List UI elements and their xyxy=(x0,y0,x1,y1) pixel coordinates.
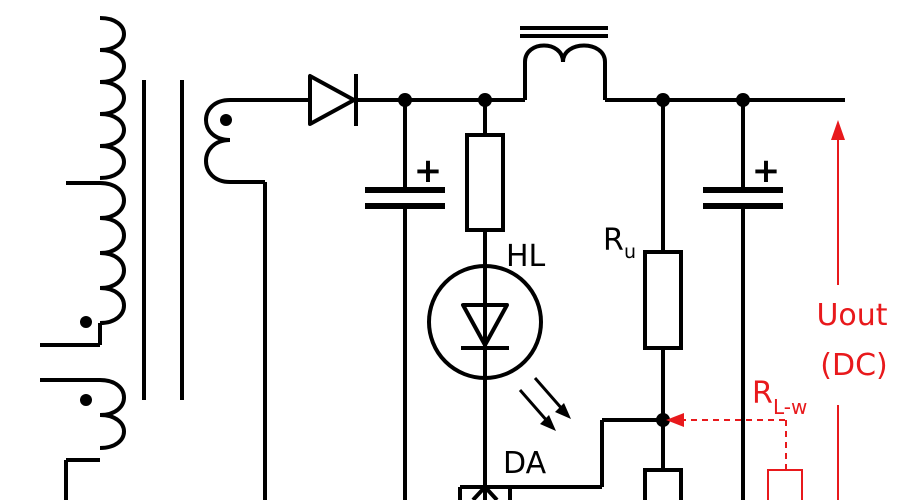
led-branch: HL xyxy=(427,100,571,500)
led-series-resistor xyxy=(465,133,505,232)
optocoupler-led-triangle xyxy=(461,303,509,347)
ru-resistor xyxy=(643,250,683,350)
light-arrow-2 xyxy=(533,377,565,411)
aux-winding xyxy=(99,378,126,450)
optocoupler-led-body xyxy=(427,264,543,380)
rlw-arrow-head xyxy=(666,413,684,427)
rectifier-diode xyxy=(308,74,358,126)
hl-label: HL xyxy=(506,239,546,274)
cap2-plus-label: + xyxy=(752,151,781,191)
primary-dot-1 xyxy=(80,316,92,328)
voltage-divider: R u xyxy=(603,100,683,500)
uout-label: Uout xyxy=(816,298,887,333)
annotations: Uout (DC) R L-w xyxy=(666,120,888,500)
lower-divider-resistor xyxy=(643,468,683,500)
rlw-label-sub: L-w xyxy=(773,395,807,419)
ru-label-sub: u xyxy=(624,241,636,263)
rlw-label-main: R xyxy=(752,376,773,411)
choke-winding xyxy=(523,43,607,100)
output-capacitor: + xyxy=(703,100,783,500)
primary-winding-mid xyxy=(99,181,126,325)
da-label: DA xyxy=(503,446,547,481)
transformer xyxy=(40,16,267,500)
uout-arrow-head xyxy=(831,120,845,140)
shunt-regulator-da: DA xyxy=(458,418,663,500)
dc-label: (DC) xyxy=(820,348,887,383)
input-capacitor: + xyxy=(365,100,445,500)
light-arrow-1 xyxy=(518,389,550,423)
output-choke xyxy=(520,26,608,100)
primary-winding-top xyxy=(99,16,126,180)
rlw-resistor xyxy=(767,469,803,500)
cap1-plus-label: + xyxy=(414,151,443,191)
junctions xyxy=(398,93,750,427)
secondary-winding xyxy=(204,98,231,184)
secondary-dot xyxy=(220,114,232,126)
ru-label-main: R xyxy=(603,223,624,258)
aux-dot xyxy=(80,394,92,406)
